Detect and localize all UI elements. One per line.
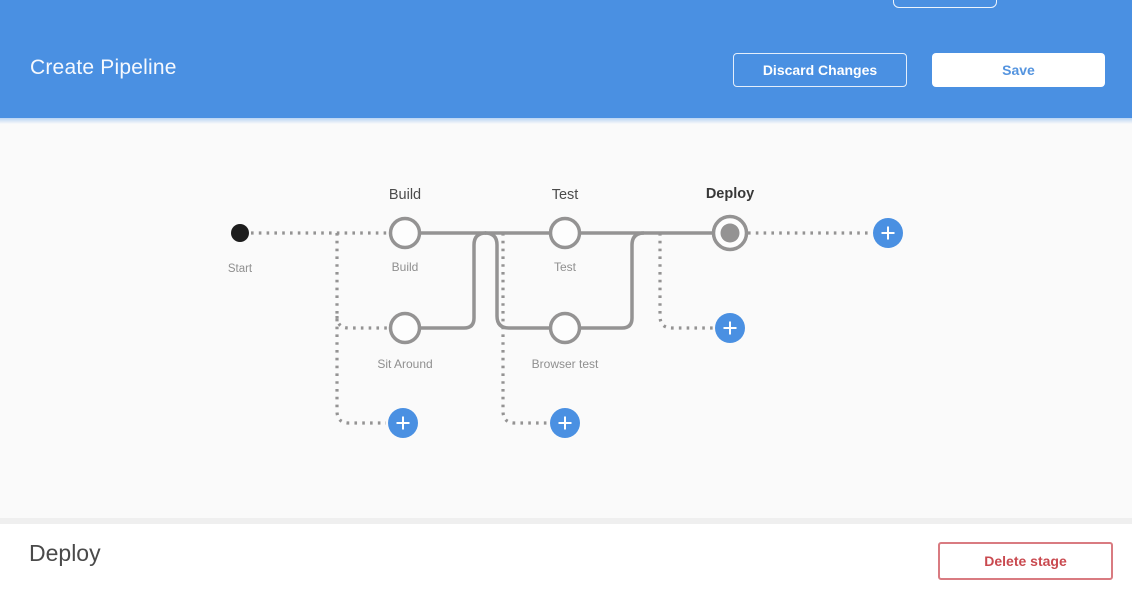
pipeline-graph: Build Test Deploy Start Build Test Sit A…: [228, 186, 903, 438]
partial-top-button[interactable]: [893, 0, 997, 8]
add-parallel-test-button[interactable]: [550, 408, 580, 438]
connector-browser-test-split: [484, 231, 551, 330]
branch-label-build: Build: [392, 260, 419, 274]
connector-sit-around-merge: [419, 231, 487, 330]
node-deploy[interactable]: [711, 214, 749, 252]
plus-icon: [558, 416, 572, 430]
add-stage-button[interactable]: [873, 218, 903, 248]
branch-label-browser-test: Browser test: [532, 357, 599, 371]
connector-browser-test-merge: [579, 231, 645, 330]
plus-icon: [396, 416, 410, 430]
stage-detail-title: Deploy: [29, 540, 101, 566]
stage-label-test: Test: [552, 187, 579, 203]
node-build[interactable]: [388, 216, 422, 250]
pipeline-canvas: Build Test Deploy Start Build Test Sit A…: [0, 124, 1132, 524]
node-sit-around[interactable]: [388, 311, 422, 345]
header-shadow: [0, 118, 1132, 124]
node-test[interactable]: [548, 216, 582, 250]
stage-label-build: Build: [389, 187, 421, 203]
delete-stage-button[interactable]: Delete stage: [938, 542, 1113, 580]
discard-changes-button[interactable]: Discard Changes: [733, 53, 907, 87]
plus-icon: [881, 226, 895, 240]
connector-add-branch-build: [335, 233, 386, 425]
save-button[interactable]: Save: [932, 53, 1105, 87]
plus-icon: [723, 321, 737, 335]
connector-add-branch-deploy: [658, 233, 713, 330]
branch-label-test: Test: [554, 260, 577, 274]
add-parallel-deploy-button[interactable]: [715, 313, 745, 343]
start-label: Start: [228, 263, 253, 275]
branch-label-sit-around: Sit Around: [377, 357, 432, 371]
node-deploy-core: [720, 223, 740, 243]
add-parallel-build-button[interactable]: [388, 408, 418, 438]
dashed-connectors: [251, 231, 871, 425]
connector-to-sit-around: [335, 315, 388, 330]
node-browser-test[interactable]: [548, 311, 582, 345]
page-title: Create Pipeline: [30, 56, 177, 79]
stage-detail-panel: Deploy Delete stage: [0, 524, 1132, 604]
start-node: [231, 224, 249, 242]
header: Create Pipeline Discard Changes Save: [0, 0, 1132, 118]
connector-add-branch-test: [501, 233, 548, 425]
stage-label-deploy: Deploy: [706, 186, 754, 202]
